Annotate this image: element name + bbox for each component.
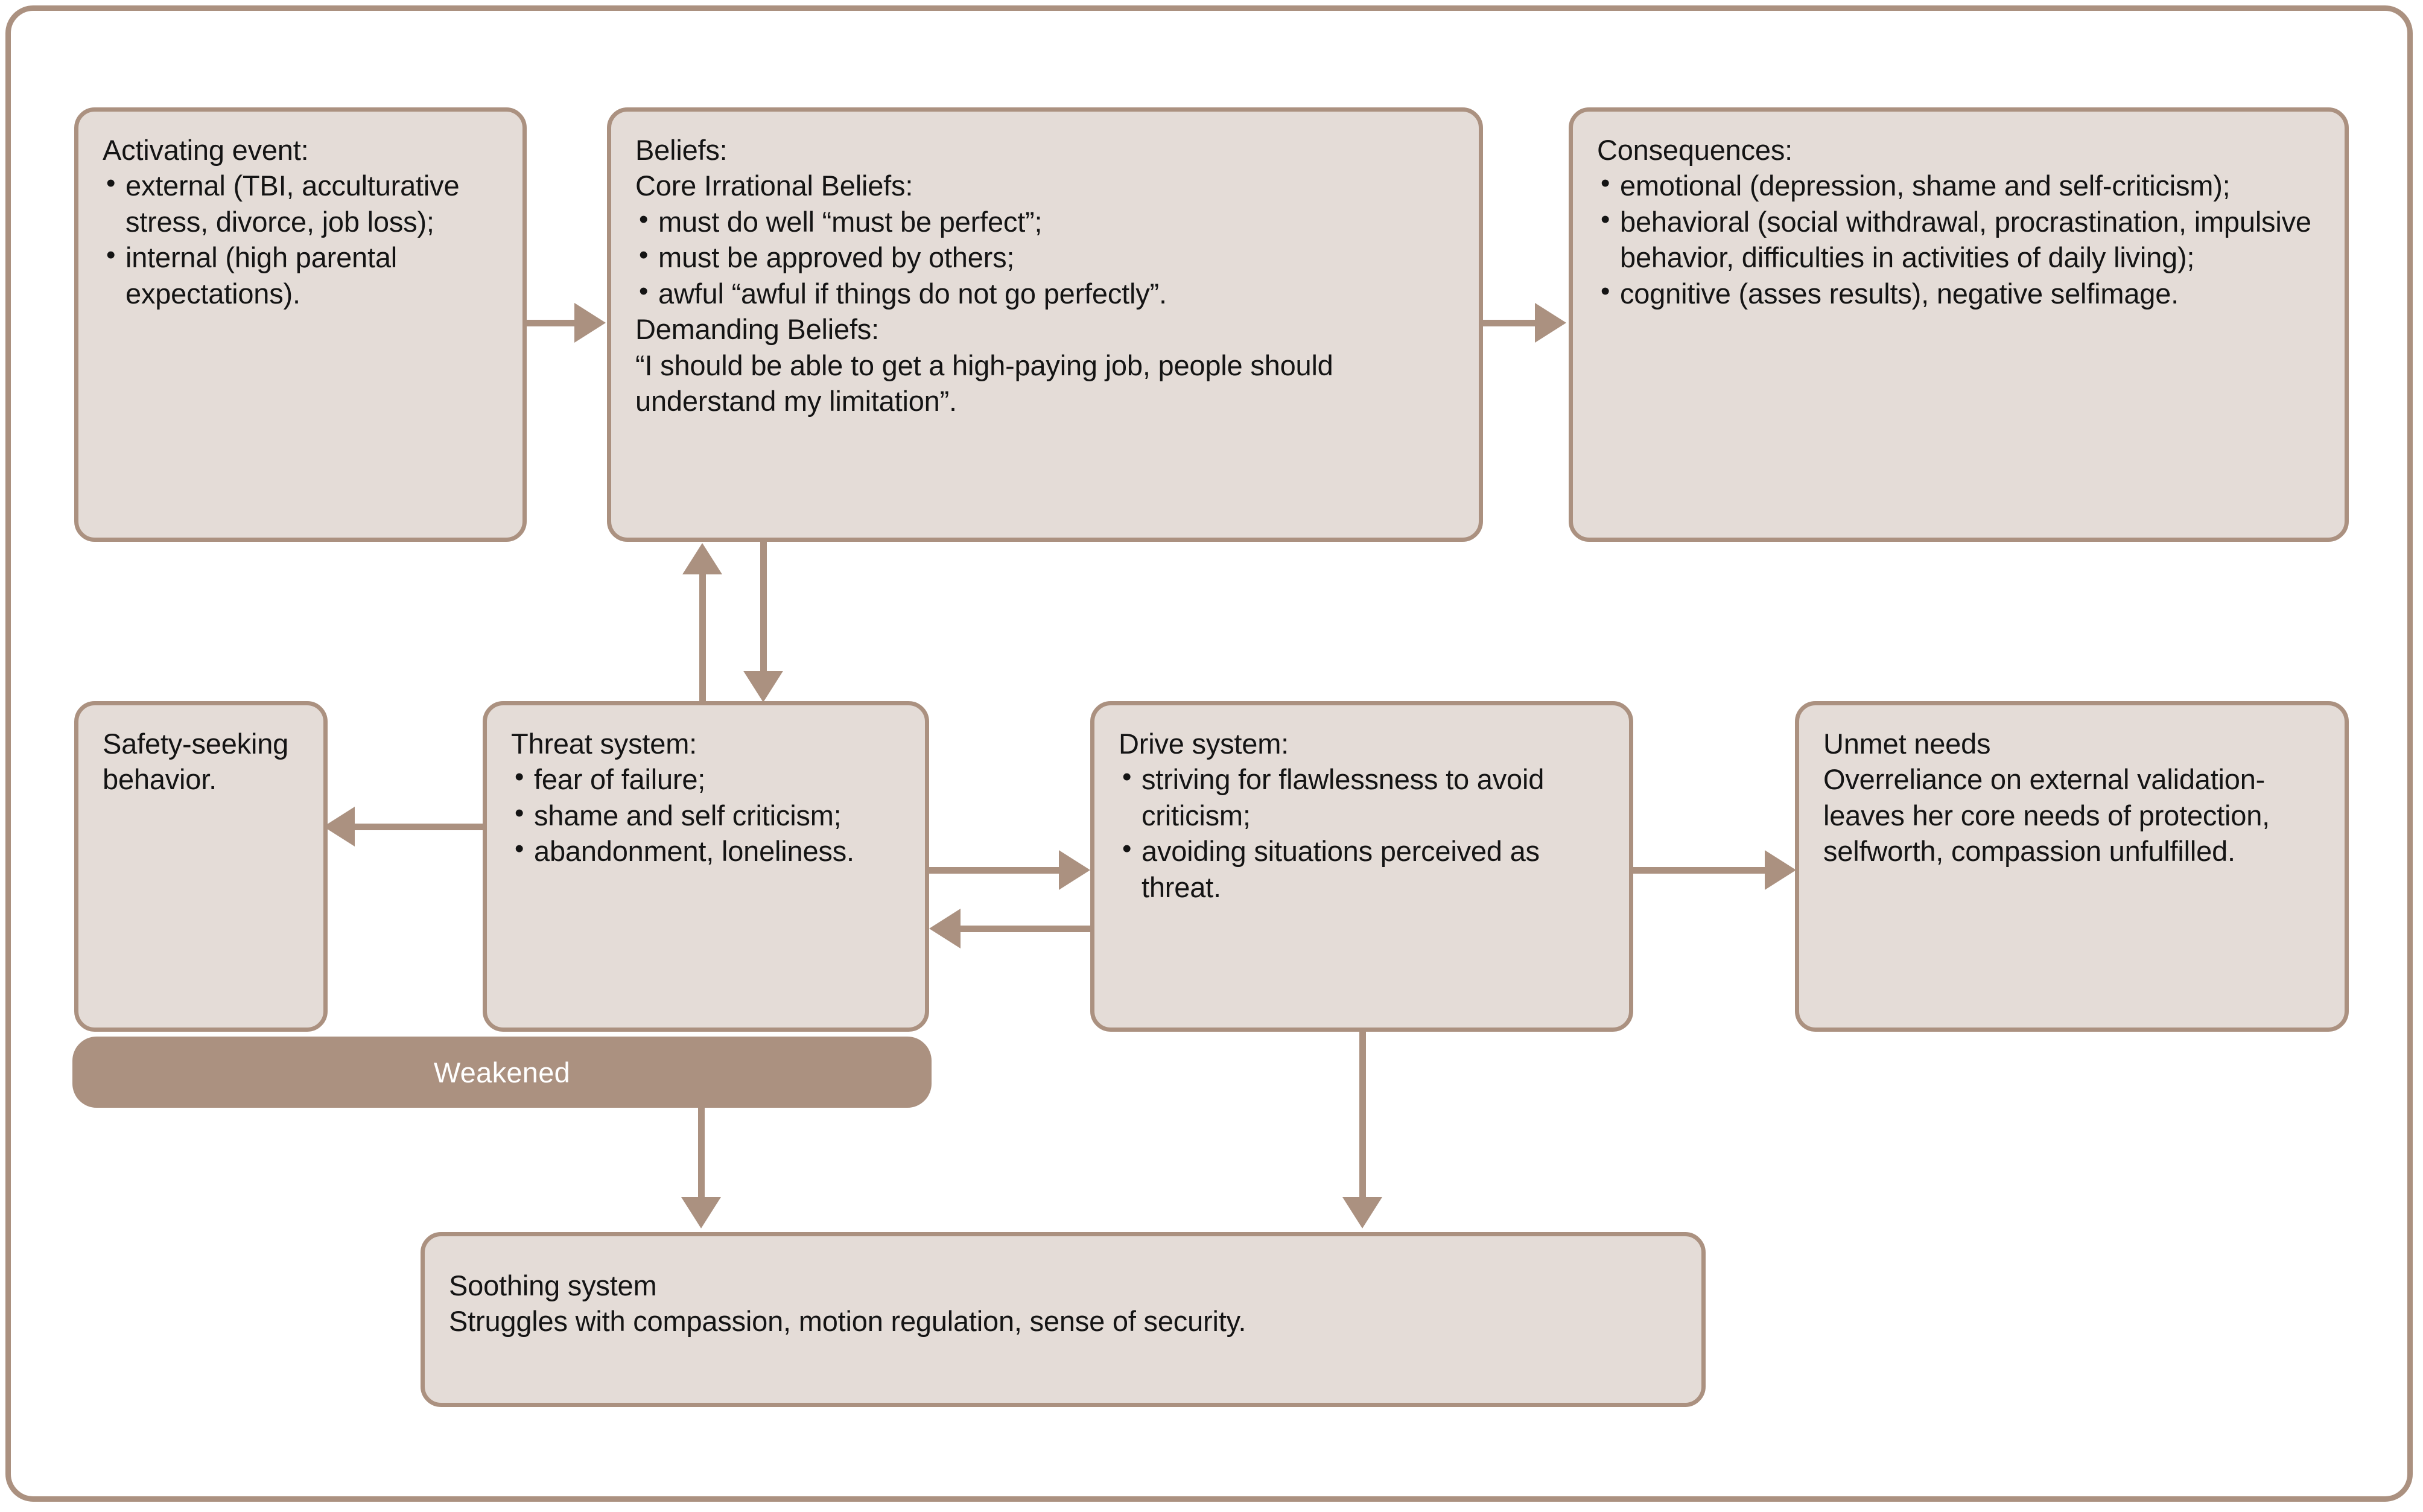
list-item: cognitive (asses results), negative self…	[1597, 275, 2320, 311]
node-drive-system: Drive system: striving for flawlessness …	[1090, 701, 1633, 1032]
node-consequences: Consequences: emotional (depression, sha…	[1569, 107, 2349, 542]
arrowhead-drive-to-unmet-needs	[1765, 850, 1796, 890]
node-unmet-needs: Unmet needs Overreliance on external val…	[1795, 701, 2349, 1032]
safety-seeking-text: Safety-seeking behavior.	[103, 728, 289, 796]
node-threat-system: Threat system: fear of failure; shame an…	[483, 701, 929, 1032]
node-safety-seeking-behavior: Safety-seeking behavior.	[74, 701, 328, 1032]
connector-activating-to-beliefs	[527, 320, 579, 326]
arrowhead-drive-to-threat	[929, 909, 961, 948]
beliefs-heading: Beliefs: Core Irrational Beliefs:	[635, 134, 913, 202]
diagram-outer-frame	[5, 5, 2413, 1502]
arrowhead-threat-to-soothing	[681, 1197, 721, 1228]
unmet-needs-text: Unmet needs Overreliance on external val…	[1823, 728, 2270, 868]
node-activating-event: Activating event: external (TBI, accultu…	[74, 107, 527, 542]
list-item: fear of failure;	[511, 760, 901, 797]
threat-system-heading: Threat system:	[511, 728, 697, 760]
list-item: abandonment, loneliness.	[511, 832, 901, 869]
list-item: must do well “must be perfect”;	[635, 203, 1455, 240]
list-item: avoiding situations perceived as threat.	[1119, 832, 1605, 905]
connector-beliefs-to-consequences	[1483, 320, 1537, 326]
connector-threat-to-safety	[355, 824, 486, 830]
list-item: awful “awful if things do not go perfect…	[635, 275, 1455, 311]
list-item: must be approved by others;	[635, 238, 1455, 275]
weakened-label: Weakened	[433, 1056, 571, 1088]
consequences-bullet-list: emotional (depression, shame and self-cr…	[1597, 167, 2320, 311]
arrowhead-threat-to-beliefs	[682, 543, 722, 574]
activating-event-heading: Activating event:	[103, 134, 309, 166]
list-item: internal (high parental expectations).	[103, 238, 498, 311]
node-beliefs: Beliefs: Core Irrational Beliefs: must d…	[607, 107, 1483, 542]
beliefs-demanding-text: Demanding Beliefs: “I should be able to …	[635, 313, 1333, 418]
list-item: shame and self criticism;	[511, 796, 901, 833]
connector-beliefs-to-threat	[760, 542, 767, 690]
arrowhead-threat-to-safety	[323, 807, 355, 847]
arrowhead-activating-to-beliefs	[574, 303, 606, 343]
list-item: behavioral (social withdrawal, procrasti…	[1597, 203, 2320, 276]
connector-threat-to-beliefs	[699, 554, 706, 704]
beliefs-bullet-list: must do well “must be perfect”; must be …	[635, 203, 1455, 311]
weakened-overlay-bar: Weakened	[72, 1037, 932, 1108]
consequences-heading: Consequences:	[1597, 134, 1793, 166]
soothing-system-text: Soothing system Struggles with compassio…	[449, 1269, 1246, 1338]
list-item: striving for flawlessness to avoid criti…	[1119, 760, 1605, 833]
connector-drive-to-threat	[961, 926, 1092, 932]
threat-system-bullet-list: fear of failure; shame and self criticis…	[511, 760, 901, 869]
arrowhead-beliefs-to-consequences	[1535, 303, 1566, 343]
arrowhead-threat-to-drive	[1059, 850, 1090, 890]
drive-system-bullet-list: striving for flawlessness to avoid criti…	[1119, 760, 1605, 905]
activating-event-bullet-list: external (TBI, acculturative stress, div…	[103, 167, 498, 311]
drive-system-heading: Drive system:	[1119, 728, 1289, 760]
connector-drive-to-unmet-needs	[1633, 867, 1768, 874]
node-soothing-system: Soothing system Struggles with compassio…	[421, 1232, 1706, 1407]
arrowhead-drive-to-soothing	[1342, 1197, 1382, 1228]
arrowhead-beliefs-to-threat	[743, 671, 783, 702]
list-item: external (TBI, acculturative stress, div…	[103, 167, 498, 240]
list-item: emotional (depression, shame and self-cr…	[1597, 167, 2320, 203]
connector-threat-to-drive	[929, 867, 1063, 874]
connector-threat-to-soothing	[698, 1108, 705, 1199]
connector-drive-to-soothing	[1359, 1032, 1366, 1199]
